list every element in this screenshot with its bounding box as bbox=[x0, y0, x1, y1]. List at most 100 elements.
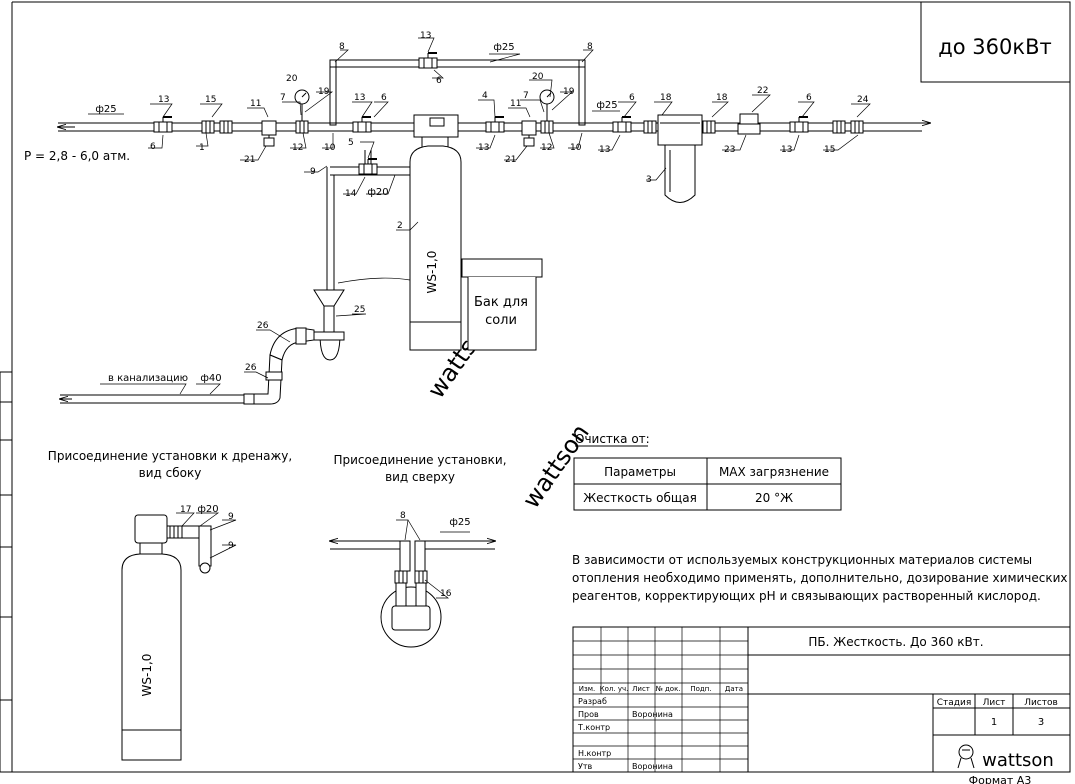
softener-unit: WS-1,0 bbox=[409, 114, 462, 351]
callout-number: 3 bbox=[646, 175, 652, 185]
role-label: Утв bbox=[578, 762, 593, 771]
sewer-label: в канализацию bbox=[108, 373, 188, 384]
callout-number: 10 bbox=[570, 143, 582, 153]
callout-number: 12 bbox=[292, 143, 303, 153]
pressure-label: P = 2,8 - 6,0 атм. bbox=[24, 149, 130, 163]
callout-number: 6 bbox=[806, 93, 812, 103]
callout-number: 19 bbox=[318, 87, 330, 97]
logo-text: wattson bbox=[982, 750, 1054, 771]
valves-group bbox=[153, 52, 864, 175]
role-label: Т.контр bbox=[577, 723, 610, 732]
callout-number: 9 bbox=[228, 541, 234, 551]
callout-number: 13 bbox=[781, 145, 792, 155]
pipe-label: ф40 bbox=[200, 373, 221, 384]
table-header: MAX загрязнение bbox=[719, 465, 829, 479]
top-view-caption: Присоединение установки, bbox=[333, 453, 506, 467]
pipe-label: ф25 bbox=[95, 104, 116, 115]
callout-number: 8 bbox=[587, 42, 593, 52]
callout-number: 26 bbox=[245, 363, 257, 373]
callout-number: 24 bbox=[857, 95, 869, 105]
top-view-diagram: Присоединение установки, вид сверху 8 16… bbox=[330, 453, 507, 648]
col-header: Кол. уч. bbox=[600, 685, 629, 693]
stage-header: Лист bbox=[983, 698, 1006, 708]
callout-number: 21 bbox=[244, 155, 255, 165]
table-header: Параметры bbox=[604, 465, 676, 479]
callout-number: 16 bbox=[440, 589, 452, 599]
callout-number: 13 bbox=[420, 31, 431, 41]
person-name: Воронина bbox=[632, 762, 673, 771]
filter-housing bbox=[657, 114, 703, 203]
callout-number: 11 bbox=[250, 99, 261, 109]
callout-number: 9 bbox=[228, 512, 234, 522]
callout-number: 5 bbox=[348, 138, 354, 148]
callout-number: 2 bbox=[397, 221, 403, 231]
callout-number: 21 bbox=[505, 155, 516, 165]
person-name: Воронина bbox=[632, 710, 673, 719]
col-header: Подп. bbox=[690, 685, 711, 693]
pipe-label: ф25 bbox=[596, 100, 617, 111]
table-cell: Жесткость общая bbox=[583, 491, 697, 505]
power-label: до 360кВт bbox=[938, 35, 1051, 59]
callout-number: 15 bbox=[205, 95, 216, 105]
pipe-label: ф25 bbox=[449, 517, 470, 528]
callout-number: 8 bbox=[400, 511, 406, 521]
callout-number: 10 bbox=[324, 143, 336, 153]
pipe-label: ф20 bbox=[367, 187, 388, 198]
callout-number: 26 bbox=[257, 321, 269, 331]
main-pipeline bbox=[58, 59, 930, 290]
sheets-total: 3 bbox=[1038, 717, 1044, 728]
callout-number: 13 bbox=[478, 143, 489, 153]
role-label: Пров bbox=[578, 710, 599, 719]
callout-number: 25 bbox=[354, 305, 365, 315]
pipe-label: ф20 bbox=[197, 504, 218, 515]
drawing-title: ПБ. Жесткость. До 360 кВт. bbox=[808, 635, 983, 649]
wattson-logo: wattson bbox=[957, 744, 1054, 771]
format-label: Формат А3 bbox=[969, 774, 1032, 784]
side-softener-label: WS-1,0 bbox=[140, 654, 154, 697]
callout-number: 9 bbox=[310, 167, 316, 177]
callout-number: 6 bbox=[436, 76, 442, 86]
callout-number: 13 bbox=[354, 93, 365, 103]
top-view-caption: вид сверху bbox=[385, 470, 455, 484]
side-view-caption: вид сбоку bbox=[139, 466, 202, 480]
cleaning-table: Очистка от: Параметры MAX загрязнение Же… bbox=[573, 432, 842, 511]
callout-number: 12 bbox=[541, 143, 552, 153]
callouts: 13 15 6 1 11 21 20 7 19 12 8 10 13 6 8 1… bbox=[150, 31, 869, 373]
table-cell: 20 °Ж bbox=[755, 491, 793, 505]
callout-number: 7 bbox=[280, 93, 286, 103]
callout-number: 20 bbox=[286, 74, 298, 84]
side-view-diagram: Присоединение установки к дренажу, вид с… bbox=[48, 449, 292, 761]
callout-number: 11 bbox=[510, 99, 521, 109]
callout-number: 20 bbox=[532, 72, 544, 82]
sheet-number: 1 bbox=[991, 717, 997, 728]
brine-tank-label: Бак для bbox=[474, 295, 528, 310]
callout-number: 4 bbox=[482, 91, 488, 101]
callout-number: 13 bbox=[599, 145, 610, 155]
role-label: Разраб bbox=[578, 697, 607, 706]
stage-header: Стадия bbox=[937, 698, 972, 708]
callout-number: 23 bbox=[724, 145, 735, 155]
pipe-label: ф25 bbox=[493, 42, 514, 53]
brine-tank-label: соли bbox=[485, 313, 517, 328]
drain-assembly bbox=[60, 277, 411, 405]
role-label: Н.контр bbox=[578, 749, 611, 758]
note-line: отопления необходимо применять, дополнит… bbox=[572, 571, 1068, 585]
col-header: Дата bbox=[725, 685, 743, 693]
col-header: Изм. bbox=[579, 685, 595, 693]
stage-header: Листов bbox=[1024, 698, 1058, 708]
callout-number: 14 bbox=[345, 189, 357, 199]
callout-number: 18 bbox=[716, 93, 728, 103]
cleaning-title: Очистка от: bbox=[575, 432, 650, 446]
note-line: реагентов, корректирующих pH и связывающ… bbox=[572, 589, 1041, 603]
callout-number: 6 bbox=[381, 93, 387, 103]
callout-number: 7 bbox=[523, 91, 529, 101]
callout-number: 8 bbox=[339, 42, 345, 52]
callout-number: 6 bbox=[629, 93, 635, 103]
callout-number: 19 bbox=[563, 87, 575, 97]
callout-number: 6 bbox=[150, 142, 156, 152]
note-line: В зависимости от используемых конструкци… bbox=[572, 553, 1032, 567]
title-block: ПБ. Жесткость. До 360 кВт. Изм. Кол. уч.… bbox=[572, 626, 1071, 784]
col-header: Лист bbox=[632, 685, 650, 693]
callout-number: 18 bbox=[660, 93, 672, 103]
